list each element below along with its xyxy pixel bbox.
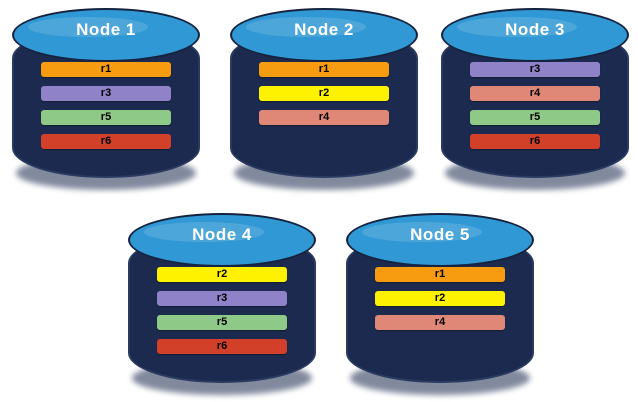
database-node-2[interactable]: Node 2 r1 r2 r4 <box>226 6 422 190</box>
replica-list: r1 r2 r4 <box>375 267 505 330</box>
replica-list: r2 r3 r5 r6 <box>157 267 287 354</box>
replica-bar[interactable]: r4 <box>375 315 505 330</box>
replica-bar[interactable]: r6 <box>470 134 600 149</box>
replica-list: r3 r4 r5 r6 <box>470 62 600 149</box>
replica-bar[interactable]: r5 <box>470 110 600 125</box>
database-node-3[interactable]: Node 3 r3 r4 r5 r6 <box>437 6 633 190</box>
replica-bar[interactable]: r1 <box>259 62 389 77</box>
database-node-1[interactable]: Node 1 r1 r3 r5 r6 <box>8 6 204 190</box>
replica-bar[interactable]: r3 <box>470 62 600 77</box>
replica-bar[interactable]: r6 <box>157 339 287 354</box>
replica-bar[interactable]: r2 <box>375 291 505 306</box>
replica-list: r1 r3 r5 r6 <box>41 62 171 149</box>
node-label: Node 5 <box>410 225 470 244</box>
replica-bar[interactable]: r1 <box>41 62 171 77</box>
database-node-5[interactable]: Node 5 r1 r2 r4 <box>342 211 538 395</box>
node-label: Node 2 <box>294 20 354 39</box>
replica-bar[interactable]: r4 <box>470 86 600 101</box>
replica-bar[interactable]: r6 <box>41 134 171 149</box>
replica-bar[interactable]: r1 <box>375 267 505 282</box>
database-node-4[interactable]: Node 4 r2 r3 r5 r6 <box>124 211 320 395</box>
node-label: Node 4 <box>192 225 252 244</box>
replica-bar[interactable]: r2 <box>259 86 389 101</box>
replica-bar[interactable]: r3 <box>157 291 287 306</box>
replica-bar[interactable]: r3 <box>41 86 171 101</box>
replica-bar[interactable]: r4 <box>259 110 389 125</box>
node-label: Node 3 <box>505 20 565 39</box>
node-label: Node 1 <box>76 20 136 39</box>
replica-bar[interactable]: r2 <box>157 267 287 282</box>
replica-bar[interactable]: r5 <box>41 110 171 125</box>
replica-bar[interactable]: r5 <box>157 315 287 330</box>
replica-list: r1 r2 r4 <box>259 62 389 125</box>
